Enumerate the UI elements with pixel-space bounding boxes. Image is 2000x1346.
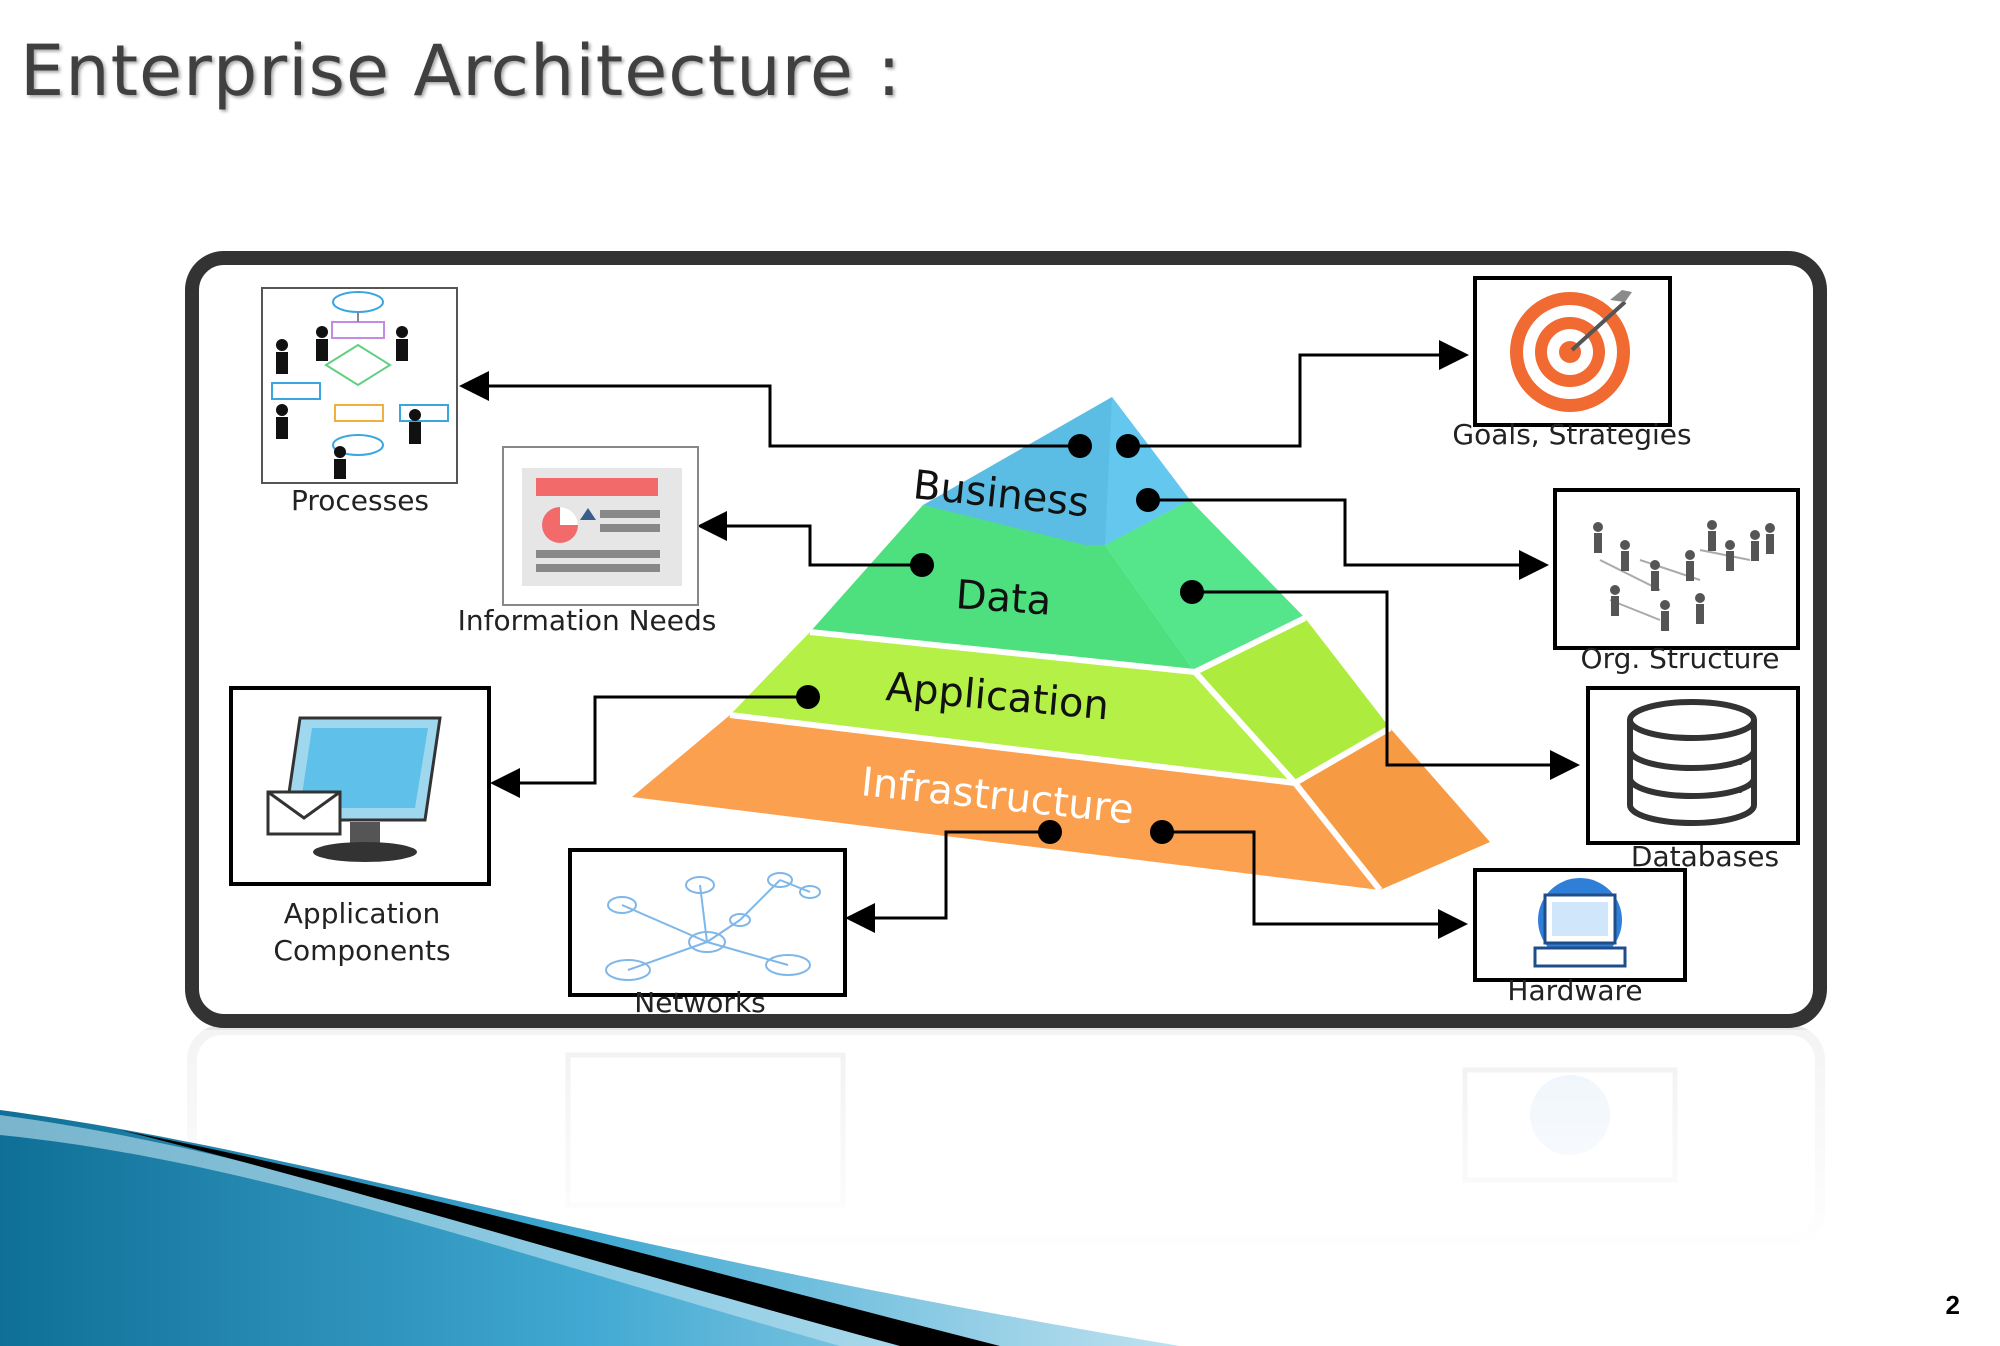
slide-title: Enterprise Architecture : xyxy=(20,30,902,112)
target-icon xyxy=(1510,290,1632,412)
component-hardware: Hardware xyxy=(1473,868,1687,1007)
label-hardware: Hardware xyxy=(1507,974,1642,1007)
computer-icon xyxy=(1533,878,1627,968)
label-databases: Databases xyxy=(1631,840,1779,873)
layer-label-data: Data xyxy=(954,572,1052,625)
network-icon xyxy=(605,872,821,981)
component-processes: Processes xyxy=(261,287,458,517)
component-information-needs: Information Needs xyxy=(458,446,717,637)
org-people-icon xyxy=(1593,520,1775,631)
layer-data xyxy=(810,505,1195,672)
label-processes: Processes xyxy=(291,484,429,517)
label-org-structure: Org. Structure xyxy=(1581,642,1780,675)
pyramid: Business Data Application Infrastructure xyxy=(632,397,1490,892)
component-application-components: Application Components xyxy=(229,686,491,967)
connector-networks xyxy=(845,830,1050,933)
connectors xyxy=(459,340,1580,939)
process-flow-icon xyxy=(271,291,449,456)
report-icon xyxy=(522,468,682,586)
label-application-components-line1: Application xyxy=(284,897,440,930)
connector-org-structure xyxy=(1148,498,1549,580)
connector-databases xyxy=(1192,590,1580,780)
component-databases: Databases xyxy=(1586,686,1800,873)
layer-infrastructure xyxy=(632,715,1380,890)
label-goals-strategies: Goals, Strategies xyxy=(1452,418,1691,451)
slide-swoosh xyxy=(0,1110,1180,1346)
component-goals-strategies: Goals, Strategies xyxy=(1452,276,1692,451)
connector-goals xyxy=(1128,340,1469,448)
page-number: 2 xyxy=(1945,1290,1960,1320)
connector-application-components xyxy=(490,695,808,798)
label-application-components-line2: Components xyxy=(273,934,450,967)
people-icons xyxy=(276,326,421,479)
connector-processes xyxy=(459,371,1080,448)
label-networks: Networks xyxy=(634,986,766,1019)
connector-information-needs xyxy=(697,511,922,567)
monitor-mail-icon xyxy=(266,716,442,862)
connector-hardware xyxy=(1162,830,1468,939)
label-information-needs: Information Needs xyxy=(458,604,717,637)
connector-dots xyxy=(796,434,1204,844)
component-org-structure: Org. Structure xyxy=(1553,488,1800,675)
database-icon xyxy=(1627,699,1757,826)
component-networks: Networks xyxy=(568,848,847,1019)
